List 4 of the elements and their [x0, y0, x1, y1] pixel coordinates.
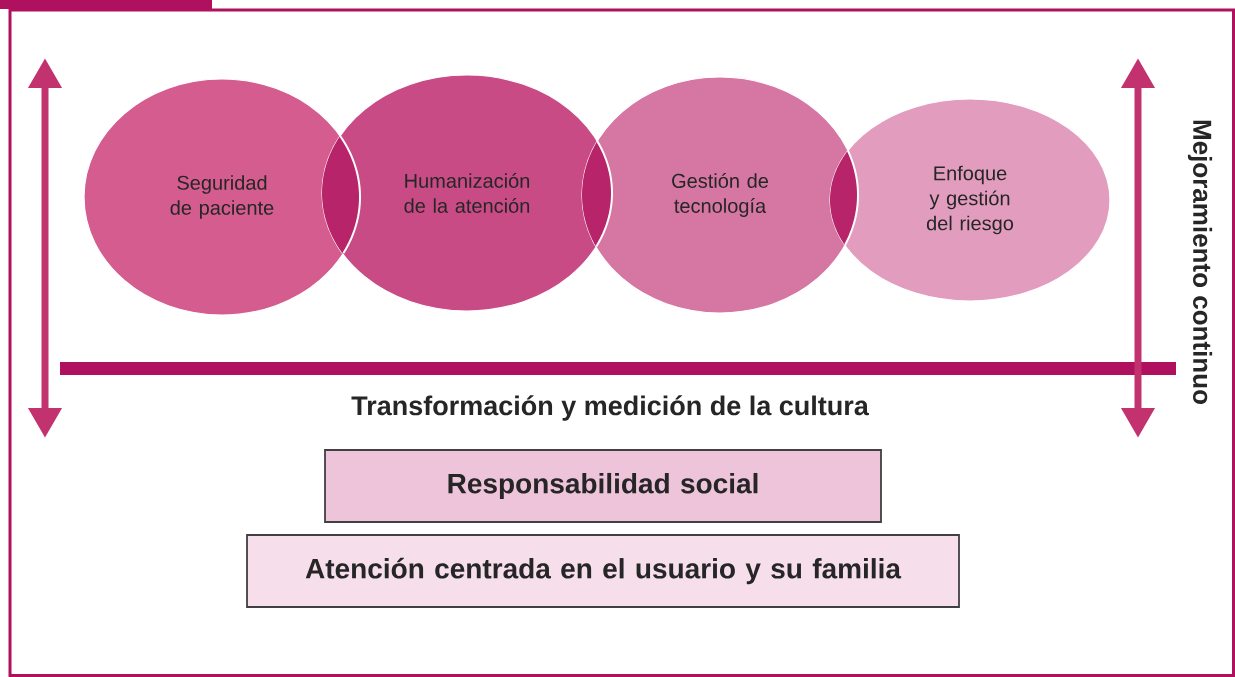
caption-text: Transformación y medición de la cultura: [351, 395, 869, 421]
text-box: Atención centrada en el usuario y su familia: [246, 534, 960, 608]
side-label: Mejoramiento continuo: [1187, 120, 1213, 404]
text-box: Responsabilidad social: [324, 449, 882, 523]
